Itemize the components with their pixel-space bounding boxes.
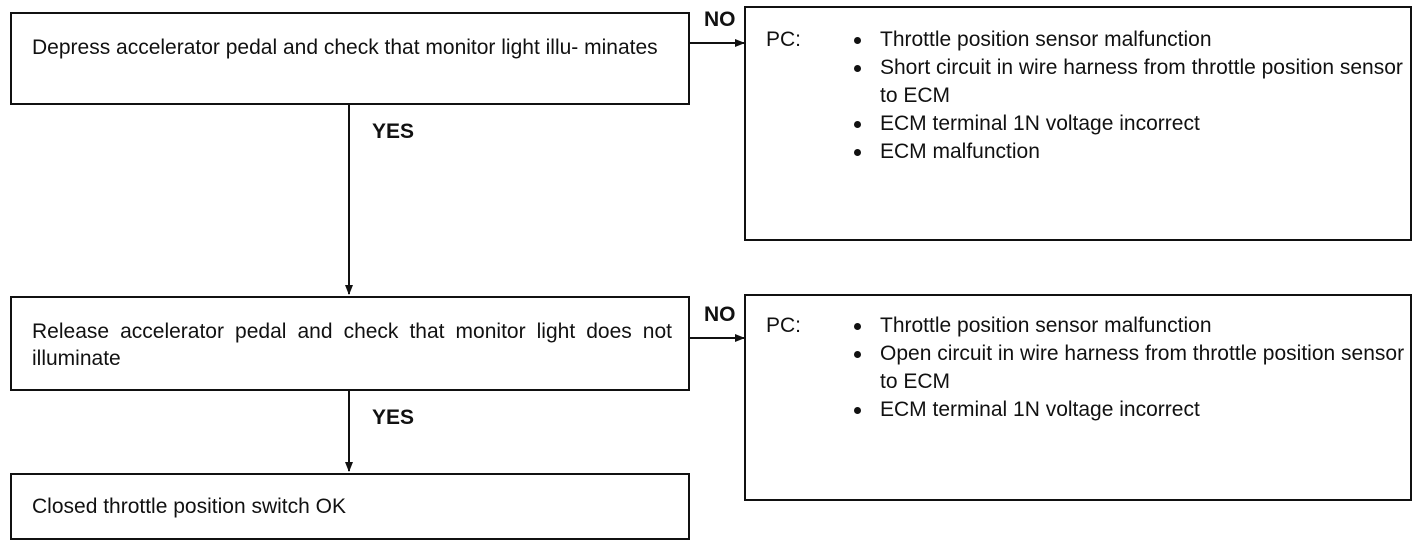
pc-item: ECM terminal 1N voltage incorrect [852, 396, 1412, 424]
step-box-depress [10, 12, 690, 105]
pc-item: ECM malfunction [852, 138, 1412, 166]
pc-list-2: Throttle position sensor malfunction Ope… [852, 312, 1412, 424]
step-box-result-ok [10, 473, 690, 540]
step-text-depress: Depress accelerator pedal and check that… [32, 36, 658, 59]
yes-label-2: YES [372, 406, 415, 429]
pc-item: ECM terminal 1N voltage incorrect [852, 110, 1412, 138]
step-text-release: Release accelerator pedal and check that… [32, 320, 672, 370]
step-text-result-ok: Closed throttle position switch OK [32, 495, 346, 518]
no-label-1: NO [704, 8, 736, 31]
step-box-release [10, 296, 690, 391]
pc-list-1: Throttle position sensor malfunction Sho… [852, 26, 1412, 166]
yes-label-1: YES [372, 120, 415, 143]
pc-item: Short circuit in wire harness from throt… [852, 54, 1412, 110]
no-label-2: NO [704, 303, 736, 326]
pc-item: Throttle position sensor malfunction [852, 312, 1412, 340]
pc-item: Throttle position sensor malfunction [852, 26, 1412, 54]
pc-prefix-1: PC: [766, 28, 802, 51]
pc-prefix-2: PC: [766, 314, 802, 337]
pc-item: Open circuit in wire harness from thrott… [852, 340, 1412, 396]
